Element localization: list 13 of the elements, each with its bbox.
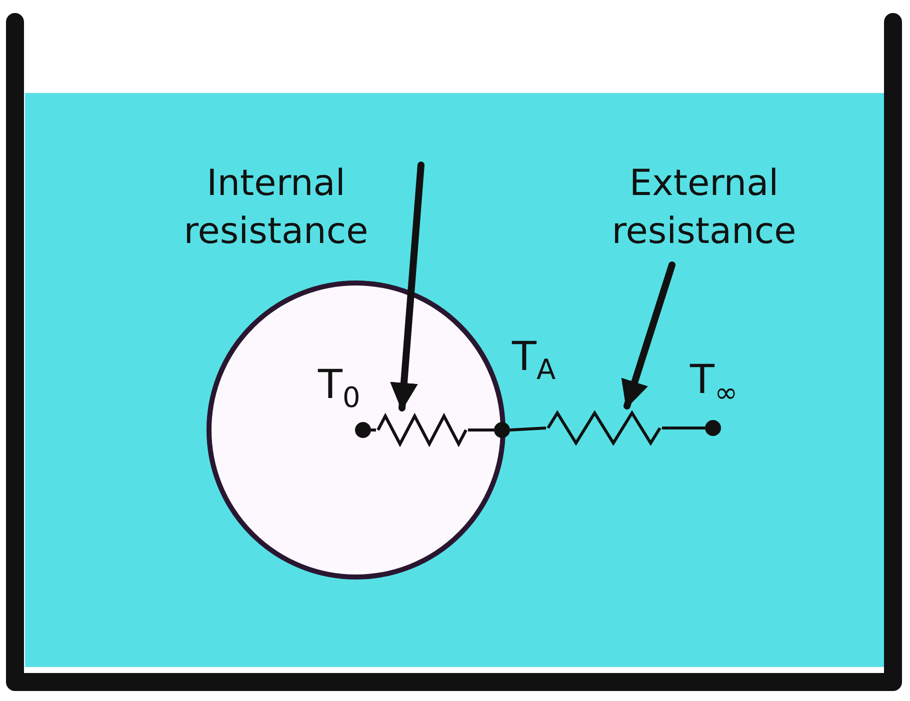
wire — [468, 428, 494, 432]
callout-text: External resistance — [610, 162, 798, 254]
resistor-symbol — [546, 410, 662, 446]
resistor-symbol — [376, 413, 468, 447]
temperature-label: T$_{A}$ — [512, 334, 556, 386]
wire — [510, 426, 546, 432]
wire — [371, 428, 376, 432]
callout-text: Internal resistance — [182, 162, 370, 254]
temperature-label: T$_{∞}$ — [690, 357, 738, 409]
leader-arrow — [621, 262, 676, 410]
temperature-label: T$_{0}$ — [318, 362, 360, 414]
leader-arrow — [390, 162, 424, 412]
wire — [662, 426, 705, 430]
